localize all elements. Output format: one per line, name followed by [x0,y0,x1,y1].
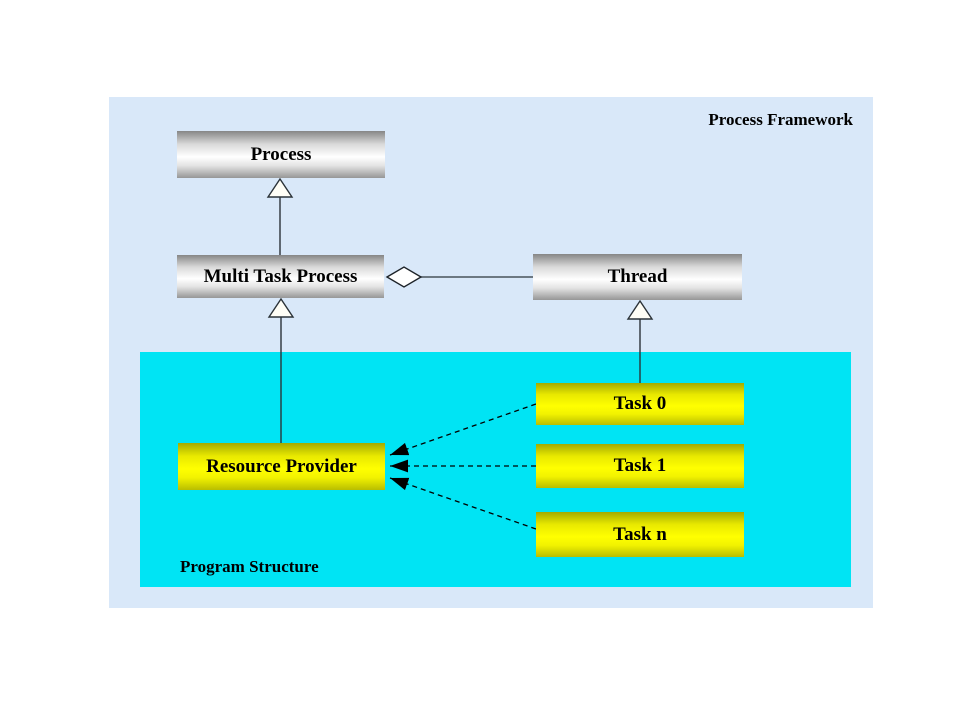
node-task-1: Task 1 [536,444,744,488]
node-task-1-label: Task 1 [613,455,667,476]
node-thread-label: Thread [607,266,668,287]
node-process: Process [177,131,385,178]
node-resource-provider-label: Resource Provider [206,455,357,477]
node-task-0-label: Task 0 [613,393,667,414]
node-process-label: Process [250,143,312,165]
process-framework-label: Process Framework [708,110,853,129]
node-multi-task-process-label: Multi Task Process [203,265,358,287]
node-task-n: Task n [536,512,744,557]
node-multi-task-process: Multi Task Process [177,255,384,298]
node-resource-provider: Resource Provider [178,443,385,490]
node-task-0: Task 0 [536,383,744,425]
program-structure-label: Program Structure [180,557,319,576]
node-thread: Thread [533,254,742,300]
node-task-n-label: Task n [613,523,667,545]
